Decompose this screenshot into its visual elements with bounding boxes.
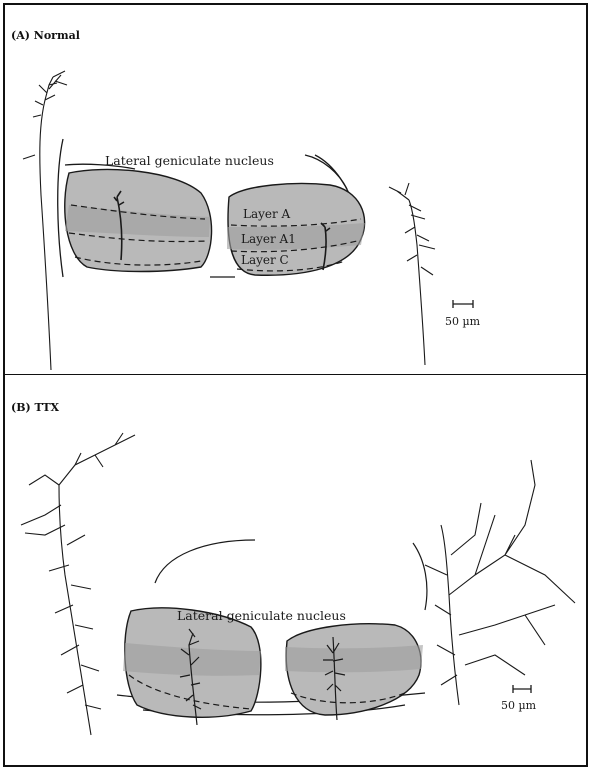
normal-arbor-right	[389, 183, 435, 365]
scale-bar-a-label: 50 µm	[445, 315, 481, 328]
scale-bar-a: 50 µm	[445, 300, 481, 328]
layer-c-label: Layer C	[241, 253, 289, 267]
panel-a-title: (A) Normal	[11, 29, 80, 42]
ttx-arbor-right	[425, 460, 575, 705]
ttx-arbor-left	[21, 433, 135, 735]
normal-arbor-left	[23, 71, 67, 370]
layer-a1-label: Layer A1	[241, 232, 296, 246]
scale-bar-b: 50 µm	[501, 685, 537, 712]
nucleus-label-b: Lateral geniculate nucleus	[177, 608, 346, 623]
panel-b-ttx: (B) TTX	[5, 374, 586, 769]
nucleus-label-a: Lateral geniculate nucleus	[105, 153, 274, 168]
panel-a-drawing: (A) Normal	[5, 5, 586, 374]
panel-b-title: (B) TTX	[11, 401, 60, 414]
panel-a-normal: (A) Normal	[5, 5, 586, 374]
lgn-b-right-band	[285, 645, 423, 672]
panel-b-drawing: (B) TTX	[5, 375, 586, 768]
scale-bar-b-label: 50 µm	[501, 699, 537, 712]
layer-a-label: Layer A	[243, 207, 291, 221]
figure-frame: (A) Normal	[3, 3, 588, 767]
